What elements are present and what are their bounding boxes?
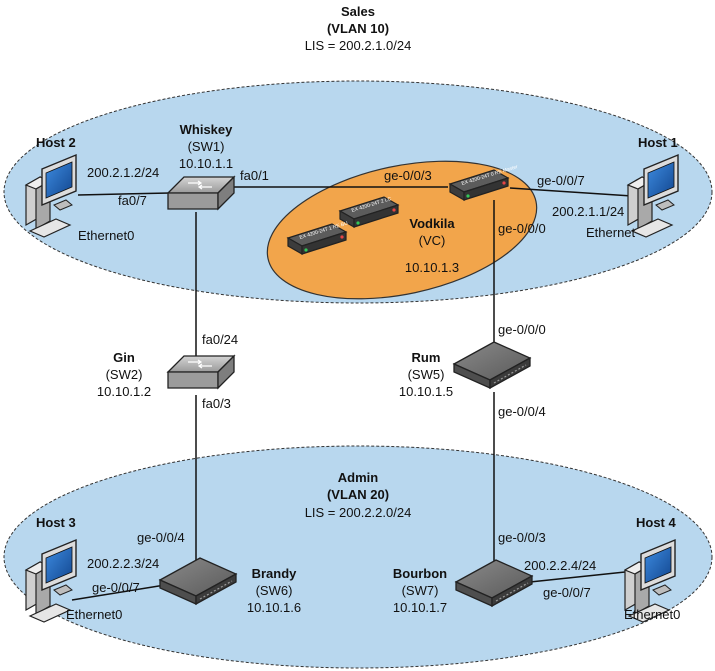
host1-iface: Ethernet xyxy=(586,225,636,240)
rum-switch-icon[interactable] xyxy=(453,341,531,389)
sales-vlan-name: Sales xyxy=(341,4,375,19)
port-brandy-gin: ge-0/0/4 xyxy=(137,530,185,545)
bourbon-ip: 10.10.1.7 xyxy=(393,600,447,615)
port-brandy-host3: ge-0/0/7 xyxy=(92,580,140,595)
whiskey-name: Whiskey xyxy=(180,122,234,137)
whiskey-ip: 10.10.1.1 xyxy=(179,156,233,171)
port-whiskey-vc: fa0/1 xyxy=(240,168,269,183)
admin-vlan-name: Admin xyxy=(338,470,379,485)
link-host2-whiskey xyxy=(77,192,171,196)
port-whiskey-host2: fa0/7 xyxy=(118,193,147,208)
port-rum-bourbon: ge-0/0/4 xyxy=(498,404,546,419)
port-bourbon-host4: ge-0/0/7 xyxy=(543,585,591,600)
sales-vlan-id: (VLAN 10) xyxy=(327,21,389,36)
port-vc-rum: ge-0/0/0 xyxy=(498,221,546,236)
link-bourbon-host4 xyxy=(529,571,626,583)
admin-vlan-lis: LIS = 200.2.2.0/24 xyxy=(305,505,412,520)
port-rum-vc: ge-0/0/0 xyxy=(498,322,546,337)
gin-id: (SW2) xyxy=(106,367,143,382)
bourbon-id: (SW7) xyxy=(402,583,439,598)
link-vodkila-host1 xyxy=(509,187,633,197)
port-vc-whiskey: ge-0/0/3 xyxy=(384,168,432,183)
host3-ip: 200.2.2.3/24 xyxy=(87,556,159,571)
port-gin-whiskey: fa0/24 xyxy=(202,332,238,347)
port-gin-brandy: fa0/3 xyxy=(202,396,231,411)
rum-ip: 10.10.1.5 xyxy=(399,384,453,399)
host1-ip: 200.2.1.1/24 xyxy=(552,204,624,219)
host2-iface: Ethernet0 xyxy=(78,228,134,243)
host3-iface: Ethernet0 xyxy=(66,607,122,622)
gin-switch-icon[interactable] xyxy=(167,355,235,389)
admin-vlan-region xyxy=(3,445,713,669)
rum-name: Rum xyxy=(412,350,441,365)
sales-vlan-lis: LIS = 200.2.1.0/24 xyxy=(305,38,412,53)
admin-vlan-id: (VLAN 20) xyxy=(327,487,389,502)
link-host3-brandy xyxy=(71,584,166,601)
vodkila-ip: 10.10.1.3 xyxy=(405,260,459,275)
brandy-name: Brandy xyxy=(252,566,298,581)
port-vc-host1: ge-0/0/7 xyxy=(537,173,585,188)
bourbon-name: Bourbon xyxy=(393,566,447,581)
host2-ip: 200.2.1.2/24 xyxy=(87,165,159,180)
host4-name: Host 4 xyxy=(636,515,677,530)
host4-iface: Ethernet0 xyxy=(624,607,680,622)
gin-name: Gin xyxy=(113,350,135,365)
rum-id: (SW5) xyxy=(408,367,445,382)
host1-name: Host 1 xyxy=(638,135,678,150)
whiskey-id: (SW1) xyxy=(188,139,225,154)
brandy-ip: 10.10.1.6 xyxy=(247,600,301,615)
vodkila-name: Vodkila xyxy=(409,216,455,231)
gin-ip: 10.10.1.2 xyxy=(97,384,151,399)
host2-name: Host 2 xyxy=(36,135,76,150)
host3-name: Host 3 xyxy=(36,515,76,530)
vodkila-id: (VC) xyxy=(419,233,446,248)
brandy-id: (SW6) xyxy=(256,583,293,598)
port-bourbon-rum: ge-0/0/3 xyxy=(498,530,546,545)
host4-ip: 200.2.2.4/24 xyxy=(524,558,596,573)
